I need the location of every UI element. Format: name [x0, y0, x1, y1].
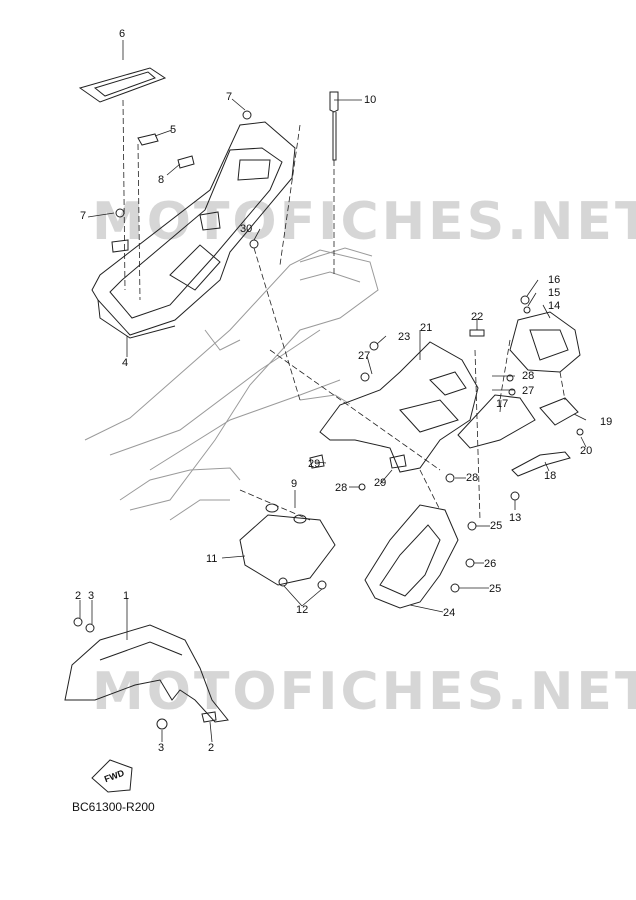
fender-bracket-part: [319, 341, 479, 473]
callout-29-mid: 29: [374, 477, 387, 489]
callout-24: 24: [443, 607, 456, 619]
callout-23: 23: [398, 331, 411, 343]
callout-28-right: 28: [522, 370, 535, 382]
callout-27-right: 27: [522, 385, 535, 397]
callout-20: 20: [580, 445, 593, 457]
callout-18: 18: [544, 470, 557, 482]
callout-14: 14: [548, 300, 561, 312]
callout-1: 1: [123, 590, 130, 602]
callout-15: 15: [548, 287, 561, 299]
callout-13: 13: [509, 512, 522, 524]
callout-7-top: 7: [226, 91, 233, 103]
callout-25-top: 25: [490, 520, 503, 532]
callout-7-left: 7: [80, 210, 87, 222]
rear-frame: [84, 247, 379, 521]
callout-2-top: 2: [75, 590, 82, 602]
callout-11: 11: [206, 553, 218, 565]
storage-tray-part: [91, 121, 296, 339]
rubber-pad-part: [78, 67, 167, 103]
mud-guard-plate: [239, 503, 336, 590]
callout-28-mid: 28: [466, 472, 479, 484]
callout-29-left: 29: [308, 458, 321, 470]
tray-fasteners: [111, 110, 259, 253]
callout-25-bottom: 25: [489, 583, 502, 595]
small-pad-part: [137, 133, 159, 146]
callout-9: 9: [291, 478, 298, 490]
cable-tie-part: [329, 91, 339, 161]
callout-8: 8: [158, 174, 165, 186]
tail-light-housing: [509, 311, 581, 373]
front-fender-part: [64, 617, 229, 730]
callout-4: 4: [122, 357, 129, 369]
stay-part: [511, 451, 571, 477]
callout-21: 21: [420, 322, 433, 334]
inner-fender-part: [364, 504, 459, 609]
callout-2-bottom: 2: [208, 742, 215, 754]
callout-22: 22: [471, 311, 484, 323]
callout-26: 26: [484, 558, 497, 570]
right-fasteners: [309, 295, 584, 593]
callout-3-bottom: 3: [158, 742, 165, 754]
callout-27-left: 27: [358, 350, 371, 362]
callout-6: 6: [119, 28, 126, 40]
callout-10: 10: [364, 94, 377, 106]
assembly-lines: [122, 99, 566, 521]
callout-12: 12: [296, 604, 309, 616]
callout-17: 17: [496, 398, 509, 410]
fwd-arrow: [91, 759, 133, 793]
license-bracket-parts: [457, 394, 579, 449]
callout-5: 5: [170, 124, 177, 136]
callout-16: 16: [548, 274, 561, 286]
callout-3-top: 3: [88, 590, 95, 602]
callout-19: 19: [600, 416, 613, 428]
callout-28-left: 28: [335, 482, 348, 494]
leader-lines: [79, 40, 587, 743]
callout-30: 30: [240, 223, 253, 235]
diagram-code: BC61300-R200: [72, 800, 155, 814]
